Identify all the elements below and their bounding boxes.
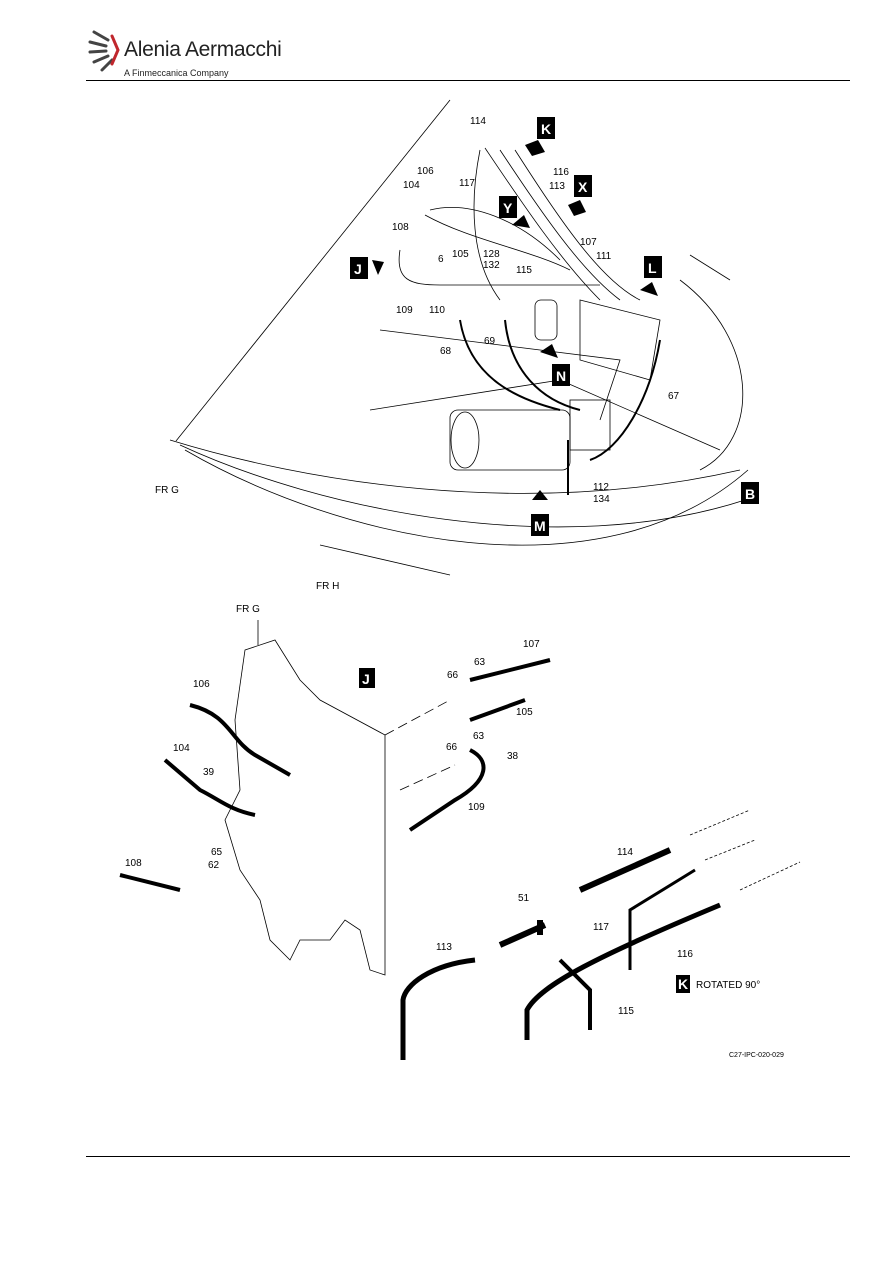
detail-k-caption: ROTATED 90° xyxy=(696,980,760,991)
view-arrows xyxy=(372,140,658,500)
view-l-tag: L xyxy=(648,260,657,276)
label-k-113: 113 xyxy=(436,942,452,953)
label-j-65: 65 xyxy=(211,847,223,858)
label-6: 6 xyxy=(438,254,444,265)
view-y-tag: Y xyxy=(503,200,513,216)
label-116: 116 xyxy=(553,167,569,178)
figure-id: C27-IPC-020-029 xyxy=(729,1052,784,1059)
view-x-tag: X xyxy=(578,179,588,195)
label-j-frame: FR G xyxy=(236,604,260,615)
detail-k-drawing xyxy=(400,809,801,1060)
label-k-115: 115 xyxy=(618,1006,634,1017)
detail-k-letter: K xyxy=(678,976,688,992)
pipe-117 xyxy=(473,149,501,301)
label-j-38: 38 xyxy=(507,751,519,762)
view-m-tag: M xyxy=(534,518,546,534)
label-j-63a: 63 xyxy=(474,657,486,668)
label-j-63b: 63 xyxy=(473,731,485,742)
label-113: 113 xyxy=(549,181,565,192)
motor-pump xyxy=(449,409,571,471)
detail-j-callouts: FR G 106 104 39 108 62 65 66 63 107 105 … xyxy=(125,604,540,871)
label-k-116: 116 xyxy=(677,949,693,960)
detail-j-drawing xyxy=(119,620,551,976)
label-108: 108 xyxy=(392,222,409,233)
logo-swoosh-icon xyxy=(88,30,120,72)
manifold-block xyxy=(579,299,661,381)
label-112: 112 xyxy=(593,482,609,493)
pipe-106 xyxy=(429,207,561,261)
view-j-tag: J xyxy=(354,261,362,277)
label-106: 106 xyxy=(417,166,434,177)
label-j-105: 105 xyxy=(516,707,533,718)
footer-rule xyxy=(86,1156,850,1157)
label-k-114: 114 xyxy=(617,847,633,858)
brand-tagline: A Finmeccanica Company xyxy=(124,68,229,78)
label-68: 68 xyxy=(440,346,452,357)
view-b-tag: B xyxy=(745,486,755,502)
header-rule xyxy=(86,80,850,81)
company-logo xyxy=(86,26,286,82)
label-67: 67 xyxy=(668,391,680,402)
view-letters: K X Y J L N M B xyxy=(350,117,759,536)
label-k-51: 51 xyxy=(518,893,530,904)
label-110: 110 xyxy=(429,305,445,316)
view-k-tag: K xyxy=(541,121,551,137)
hose-69 xyxy=(504,319,581,411)
hose-68 xyxy=(459,319,561,411)
brand-name: Alenia Aermacchi xyxy=(124,38,282,61)
pipe-108 xyxy=(398,249,441,286)
label-j-66b: 66 xyxy=(446,742,458,753)
detail-j-tag xyxy=(359,668,375,688)
detail-j-letter: J xyxy=(362,671,370,687)
label-j-106: 106 xyxy=(193,679,210,690)
label-109: 109 xyxy=(396,305,413,316)
label-j-108: 108 xyxy=(125,858,142,869)
label-115: 115 xyxy=(516,265,532,276)
label-frame-h: FR H xyxy=(316,581,339,592)
top-callouts: 114 106 104 117 116 113 108 107 105 128 … xyxy=(155,116,680,592)
label-117: 117 xyxy=(459,178,475,189)
label-j-104: 104 xyxy=(173,743,190,754)
label-k-117: 117 xyxy=(593,922,609,933)
label-j-66a: 66 xyxy=(447,670,459,681)
label-69: 69 xyxy=(484,336,496,347)
label-104: 104 xyxy=(403,180,420,191)
label-105: 105 xyxy=(452,249,469,260)
label-128: 128 xyxy=(483,249,500,260)
hose-67 xyxy=(589,339,661,461)
label-j-109: 109 xyxy=(468,802,485,813)
label-j-107: 107 xyxy=(523,639,540,650)
detail-k-tag xyxy=(676,975,690,993)
fuselage-curve xyxy=(169,439,741,494)
label-111: 111 xyxy=(596,251,612,262)
label-132: 132 xyxy=(483,260,500,271)
detail-k-callouts: 114 51 117 116 113 115 xyxy=(436,847,693,1017)
label-114: 114 xyxy=(470,116,486,127)
label-107: 107 xyxy=(580,237,597,248)
label-j-39: 39 xyxy=(203,767,215,778)
label-frame-g: FR G xyxy=(155,485,179,496)
label-134: 134 xyxy=(593,494,610,505)
view-n-tag: N xyxy=(556,368,566,384)
label-j-62: 62 xyxy=(208,860,220,871)
